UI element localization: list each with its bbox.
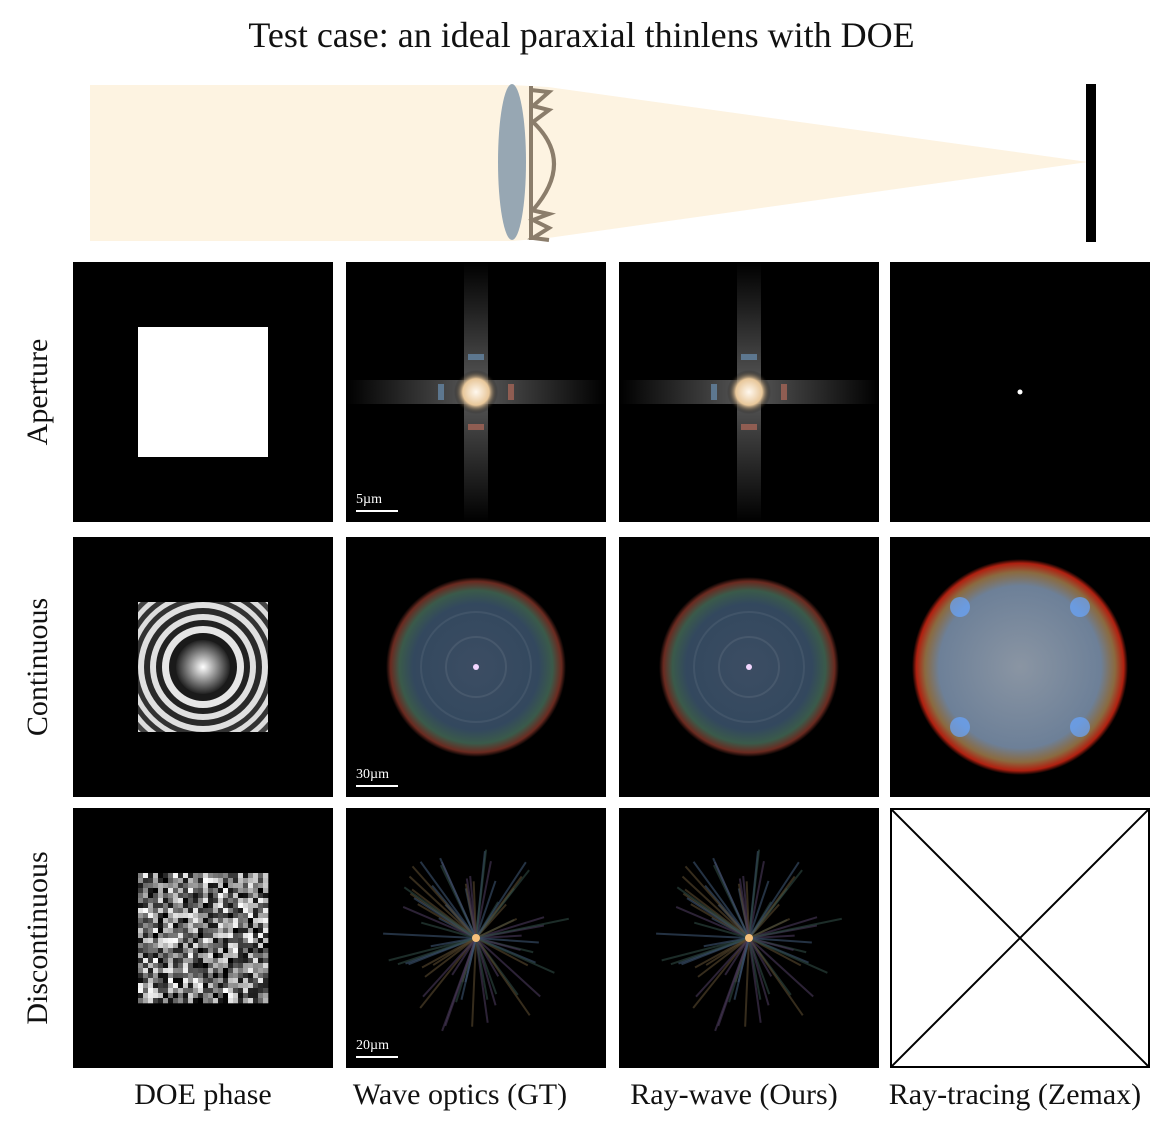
aperture-ray-wave-psf [619, 262, 879, 522]
continuous-ray-wave-psf [619, 537, 879, 797]
aperture-ray-tracing-psf [890, 262, 1150, 522]
figure-title: Test case: an ideal paraxial thinlens wi… [248, 15, 915, 55]
scale-bar: 20µm [356, 1038, 398, 1058]
row-label-aperture: Aperture [21, 338, 54, 446]
discontinuous-wave-optics-psf: 20µm [346, 808, 606, 1068]
row-label-continuous: Continuous [21, 597, 54, 737]
light-beam [90, 85, 1088, 241]
column-label-ray-wave: Ray-wave (Ours) [630, 1078, 838, 1111]
doe-element [527, 86, 557, 242]
thin-lens [498, 84, 526, 240]
row-label-discontinuous: Discontinuous [21, 851, 54, 1025]
continuous-ray-tracing-psf [890, 537, 1150, 797]
column-label-wave-optics: Wave optics (GT) [352, 1078, 568, 1111]
discontinuous-ray-tracing-not-applicable [890, 808, 1150, 1068]
sensor-plane [1086, 84, 1096, 242]
discontinuous-doe-phase [73, 808, 333, 1068]
aperture-wave-optics-psf: 5µm [346, 262, 606, 522]
aperture-doe-phase [73, 262, 333, 522]
optical-setup-diagram [90, 84, 1096, 242]
scale-bar: 5µm [356, 492, 398, 512]
column-label-doe-phase: DOE phase [134, 1078, 272, 1111]
scale-bar: 30µm [356, 767, 398, 787]
continuous-wave-optics-psf: 30µm [346, 537, 606, 797]
column-label-ray-tracing: Ray-tracing (Zemax) [888, 1078, 1142, 1111]
continuous-doe-phase [73, 537, 333, 797]
discontinuous-ray-wave-psf [619, 808, 879, 1068]
